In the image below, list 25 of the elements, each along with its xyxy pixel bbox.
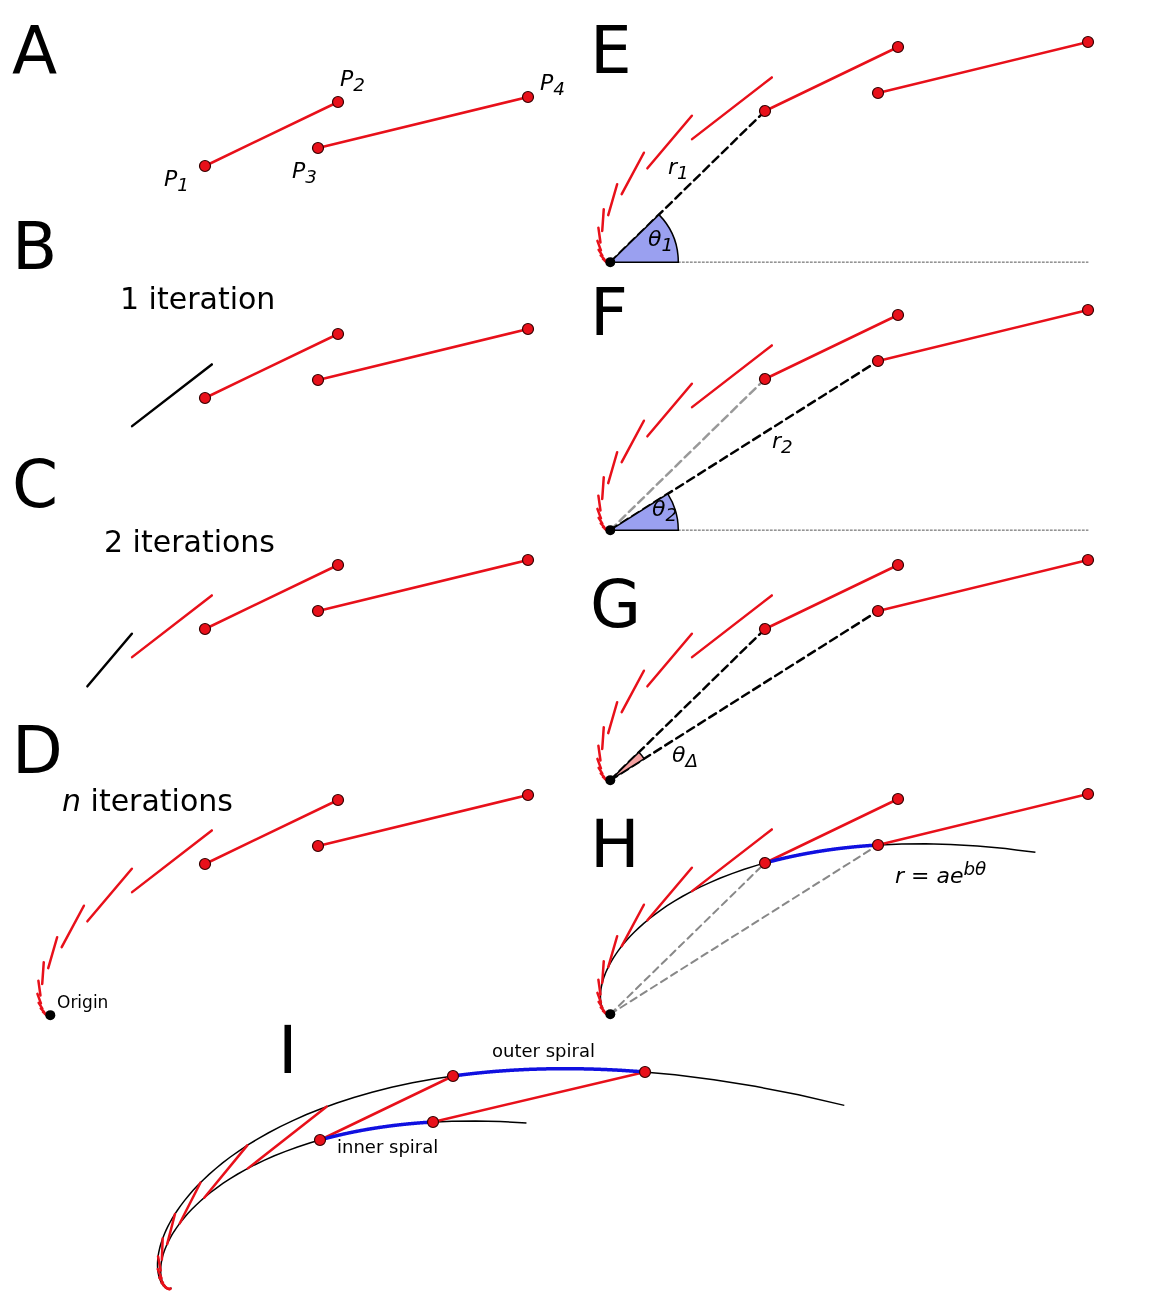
- panel-letter: H: [590, 812, 640, 878]
- panel-letter: I: [278, 1018, 298, 1084]
- point-label: P$_{1}$: [164, 168, 189, 195]
- point-label: P$_{4}$: [540, 72, 565, 99]
- angle-label: θ$_{Δ}$: [672, 744, 698, 771]
- panel-letter: C: [12, 452, 59, 518]
- panel-letter: F: [590, 280, 628, 346]
- panel-letter: G: [590, 572, 642, 638]
- iteration-label: n iterations: [62, 786, 233, 816]
- point-label: P$_{3}$: [292, 160, 317, 187]
- panel-letter: B: [12, 214, 58, 280]
- angle-label: θ$_{2}$: [652, 498, 678, 525]
- point-label: P$_{2}$: [340, 68, 365, 95]
- iteration-label: 1 iteration: [120, 284, 276, 314]
- angle-label: θ$_{1}$: [648, 228, 674, 255]
- panel-letter: A: [12, 18, 58, 84]
- iteration-label: 2 iterations: [104, 527, 275, 557]
- panel-letter: E: [590, 18, 632, 84]
- radius-label: r$_{2}$: [772, 430, 793, 457]
- equation-label: r = ae$^{bθ}$: [895, 860, 987, 888]
- radius-label: r$_{1}$: [668, 156, 689, 183]
- spiral-label: outer spiral: [492, 1042, 595, 1060]
- origin-label: Origin: [57, 994, 109, 1011]
- spiral-label: inner spiral: [337, 1138, 439, 1156]
- panel-letter: D: [12, 718, 63, 784]
